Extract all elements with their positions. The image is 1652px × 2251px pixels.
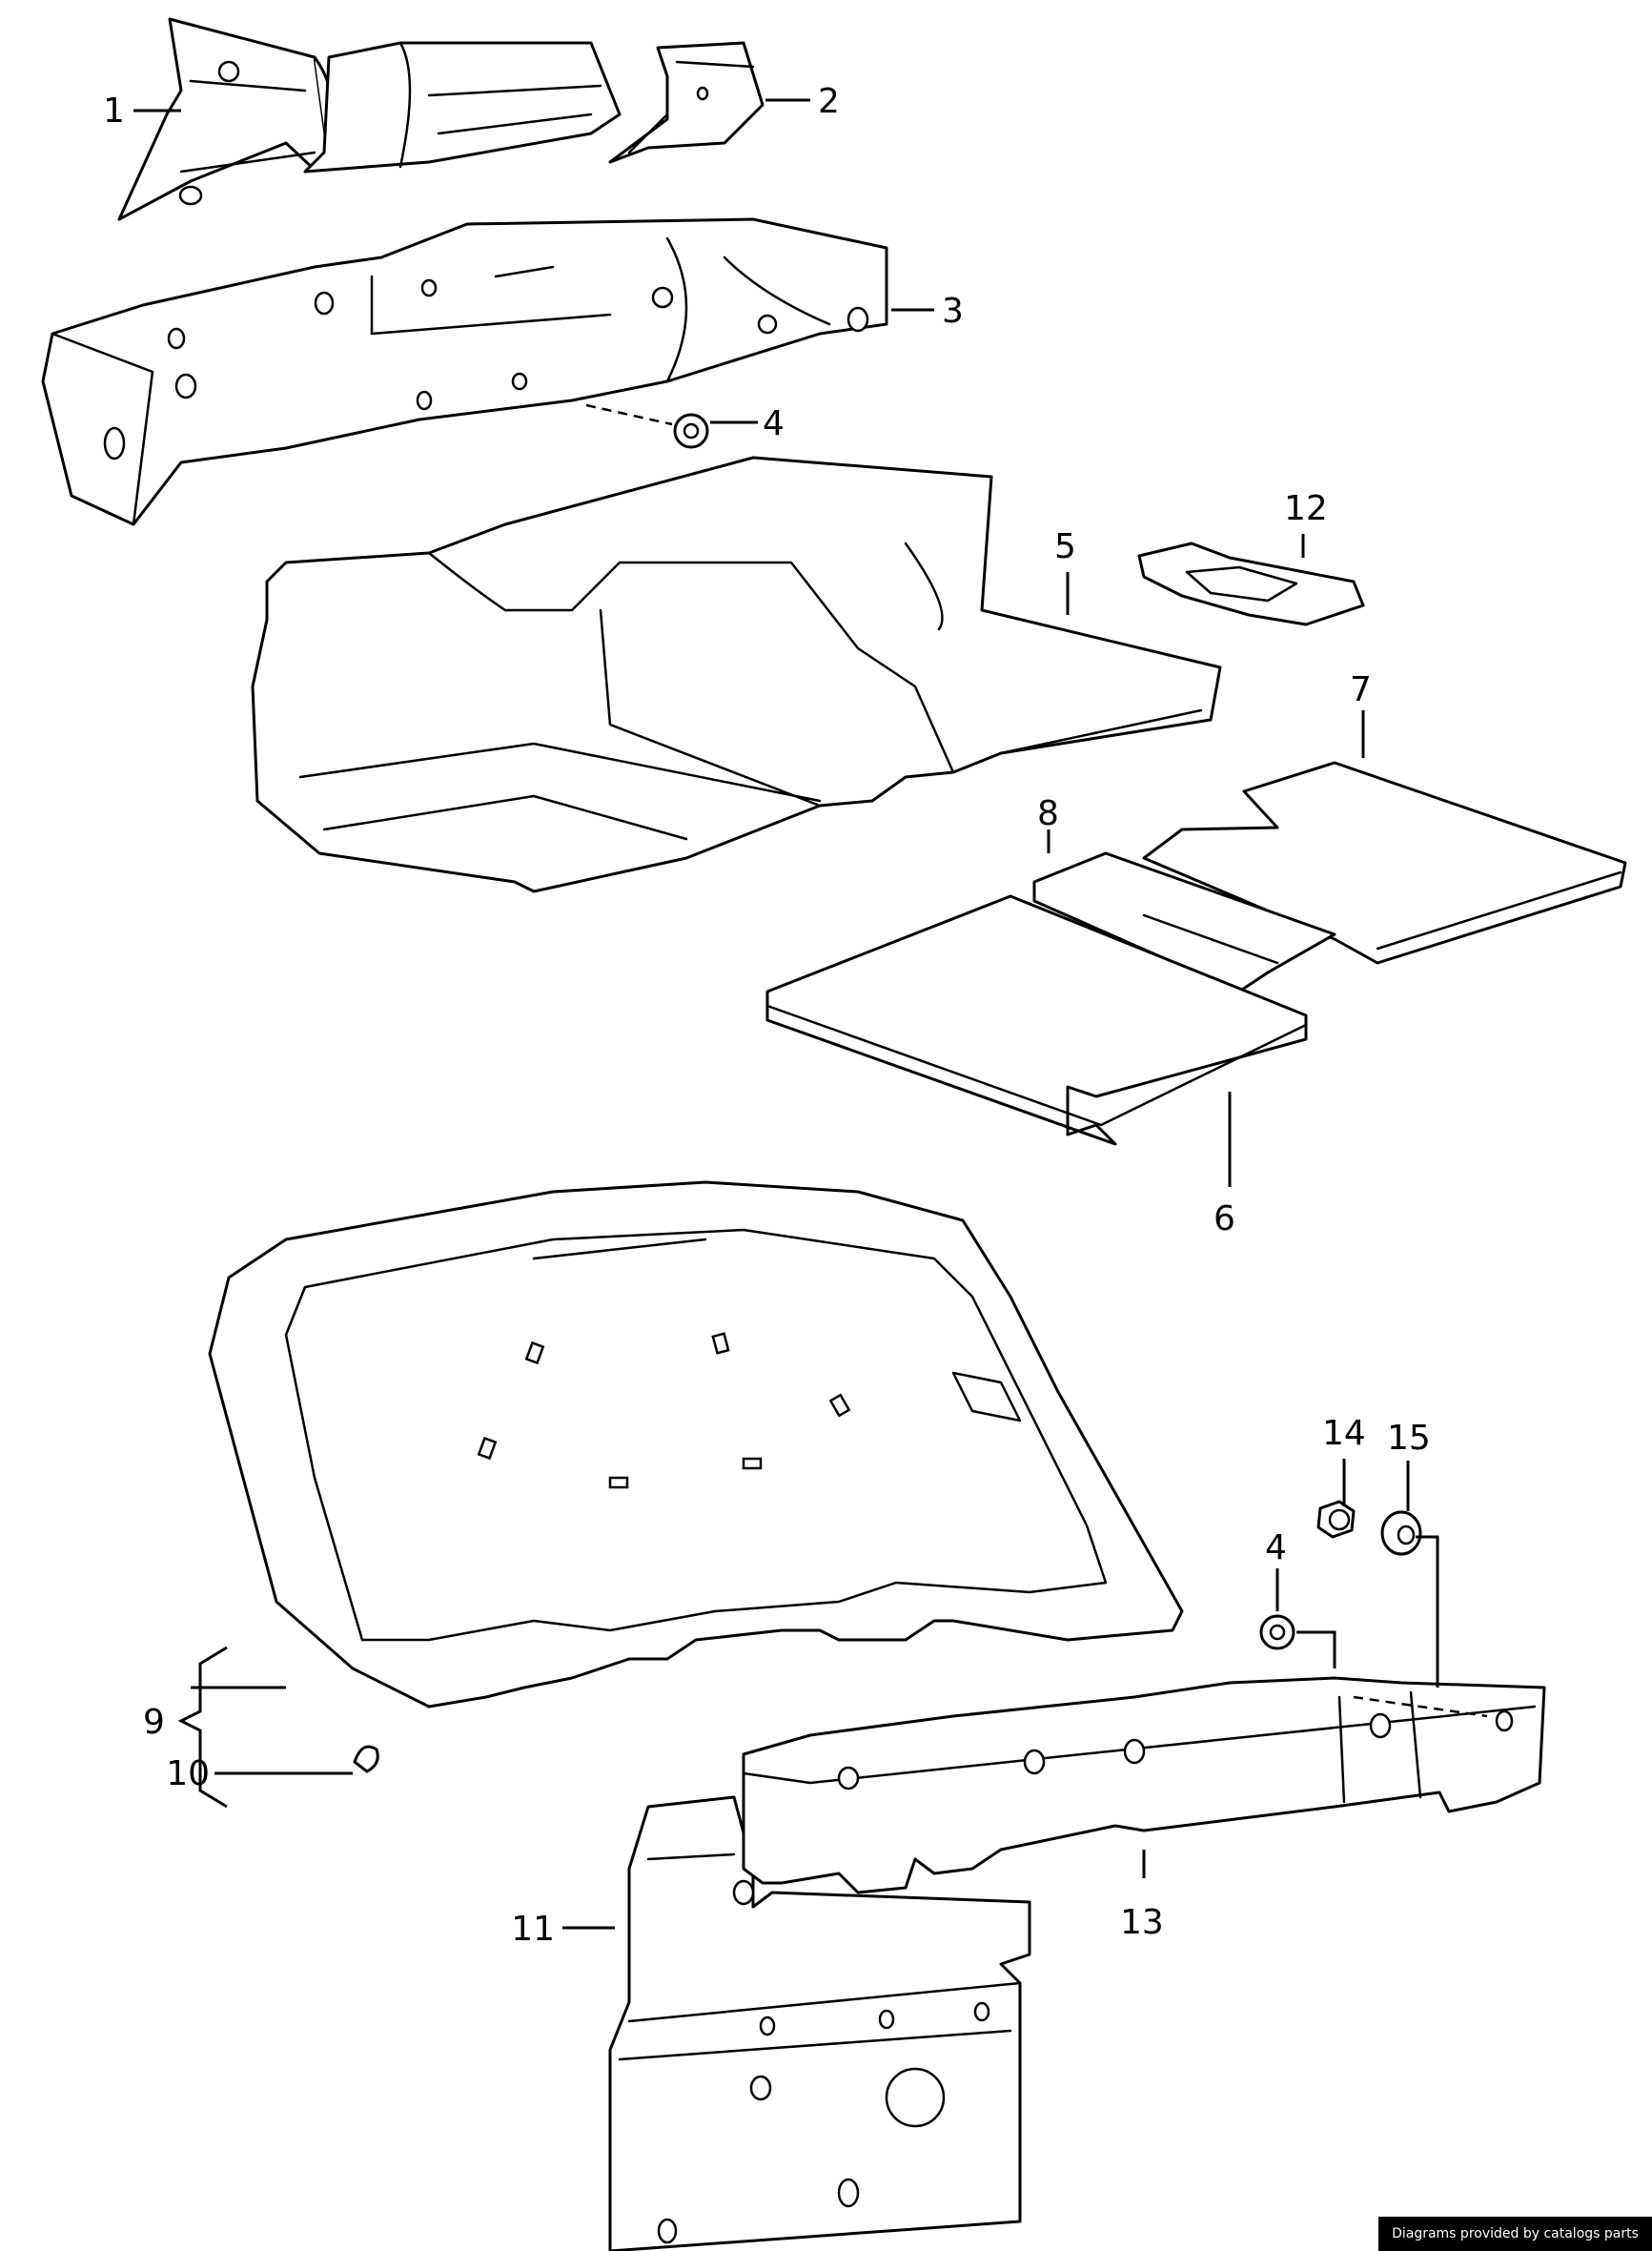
- part-1-center-panel: [303, 41, 622, 174]
- part-5-floor-carpet: [251, 456, 1222, 893]
- callout-8: 8: [1037, 794, 1059, 833]
- part-12-small-mat: [1137, 542, 1365, 626]
- callout-2: 2: [818, 82, 840, 121]
- part-11-rear-panel: [608, 1795, 1031, 2251]
- part-10-clip: [353, 1745, 379, 1773]
- part-7-rear-mat: [1142, 761, 1627, 965]
- callout-15: 15: [1387, 1419, 1431, 1458]
- callout-6: 6: [1214, 1199, 1235, 1238]
- part-3-dash-insulation: [41, 217, 888, 526]
- callout-10: 10: [166, 1754, 210, 1793]
- callout-1: 1: [103, 92, 125, 131]
- callout-5: 5: [1054, 527, 1076, 566]
- part-4-clip-bottom: [1259, 1614, 1295, 1650]
- callout-7: 7: [1350, 670, 1372, 709]
- part-13-rear-cross-panel: [742, 1676, 1546, 1894]
- part-6-front-mat: [765, 894, 1308, 1146]
- part-2-insulation-piece: [608, 41, 765, 164]
- callout-14: 14: [1322, 1414, 1366, 1453]
- callout-3: 3: [942, 292, 964, 331]
- callout-9: 9: [143, 1703, 165, 1742]
- callout-4-top: 4: [763, 404, 785, 443]
- callout-4-bottom: 4: [1265, 1528, 1287, 1567]
- credit-badge: Diagrams provided by catalogs parts: [1378, 2217, 1652, 2251]
- part-4-clip-top: [585, 403, 709, 449]
- part-9-headliner: [208, 1180, 1184, 1709]
- part-15-washer: [1380, 1510, 1422, 1556]
- part-14-nut: [1316, 1500, 1356, 1539]
- callout-11: 11: [511, 1910, 555, 1949]
- callout-12: 12: [1284, 489, 1328, 528]
- part-8-middle-mat: [1032, 851, 1336, 993]
- callout-13: 13: [1120, 1903, 1164, 1942]
- part-1-insulation-panel: [117, 17, 336, 221]
